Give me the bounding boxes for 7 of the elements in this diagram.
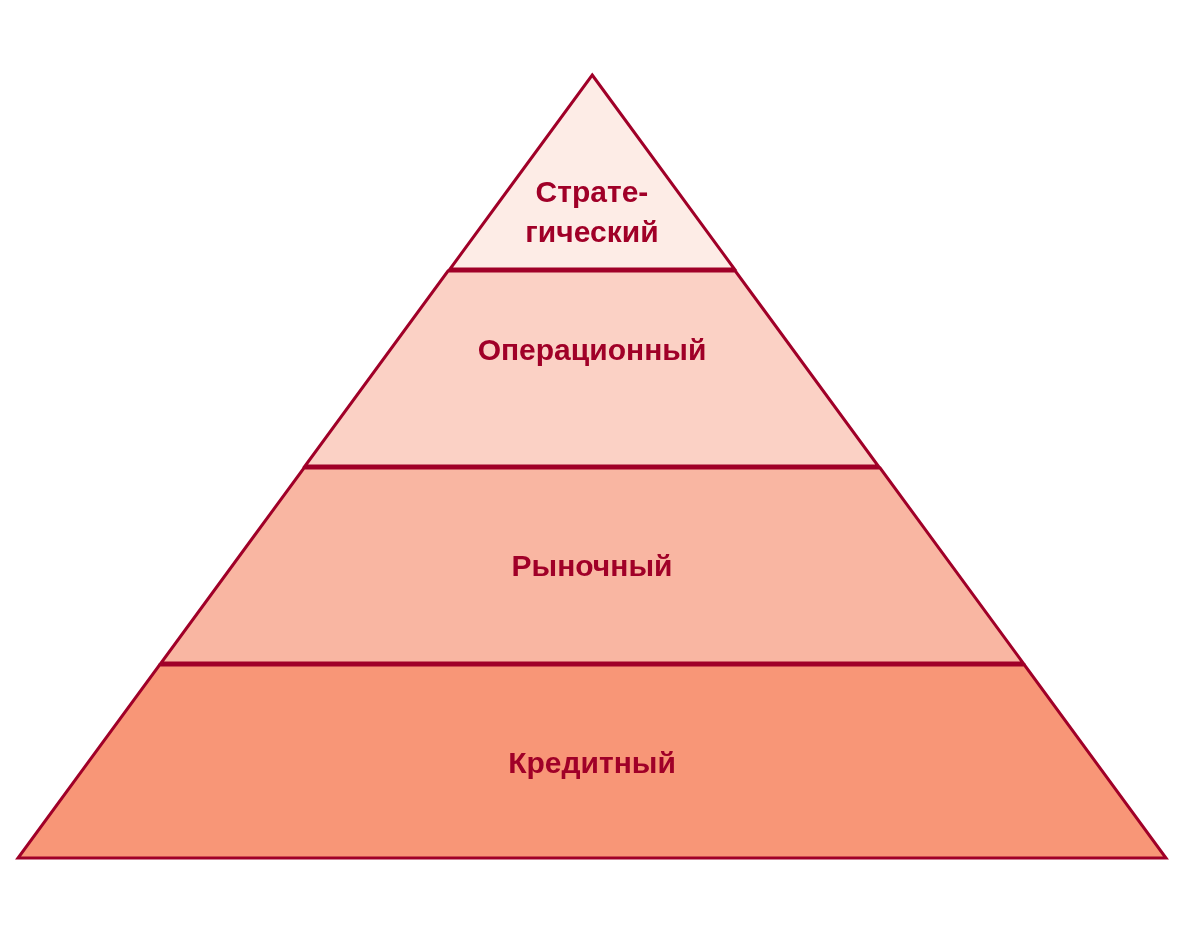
pyramid-tier [18, 665, 1166, 858]
pyramid-tier [305, 271, 879, 466]
tier-label: Операционный [477, 332, 707, 368]
pyramid-tier [160, 468, 1024, 663]
tier-label: Кредитный [508, 745, 676, 781]
tier-label: Рыночный [511, 548, 673, 584]
tier-label: Страте- гический [524, 174, 660, 250]
